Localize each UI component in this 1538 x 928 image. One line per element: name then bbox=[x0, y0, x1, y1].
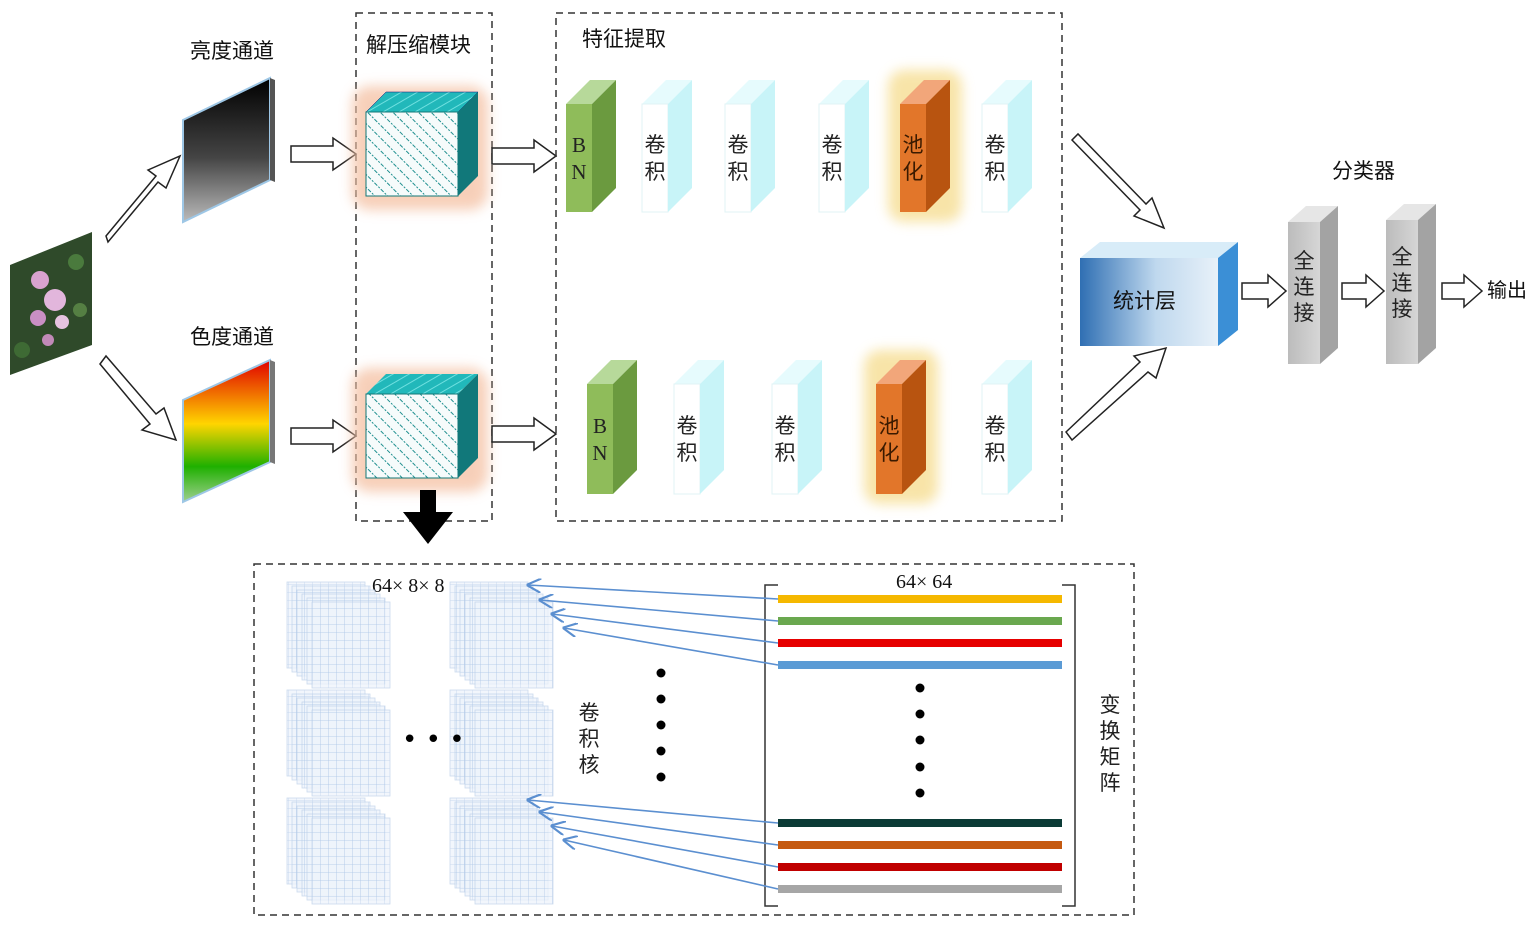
transform-matrix-rows bbox=[778, 595, 1062, 893]
kernel-stack-r2-c2 bbox=[449, 689, 554, 797]
top-conv-block-6-label: 卷积 bbox=[985, 133, 1006, 184]
connector-bottom-2 bbox=[540, 812, 779, 846]
kernel-stack-r1-c1 bbox=[286, 581, 391, 689]
feature-extraction-title: 特征提取 bbox=[582, 27, 666, 51]
bottom-pool-block-4: 池化 bbox=[864, 350, 938, 504]
bottom-conv-block-3-label: 卷积 bbox=[775, 414, 796, 465]
top-conv-block-3-label: 卷积 bbox=[728, 133, 749, 184]
connector-top-4 bbox=[564, 628, 779, 666]
matrix-row-top-3 bbox=[778, 639, 1062, 647]
top-pool-block-5: 池化 bbox=[888, 70, 962, 222]
decompress-cube-top bbox=[352, 86, 488, 210]
matrix-vertical-dots bbox=[915, 683, 925, 798]
luminance-channel-plane bbox=[182, 76, 275, 224]
kernel-label: 卷积核 bbox=[579, 701, 600, 777]
arrow-input-to-chrominance bbox=[99, 354, 178, 442]
bottom-conv-block-3: 卷积 bbox=[771, 360, 822, 495]
arrow-luminance-to-decompress bbox=[290, 136, 358, 172]
kernel-dims-label: 64× 8× 8 bbox=[372, 575, 445, 597]
top-conv-block-4: 卷积 bbox=[818, 80, 869, 213]
fc-layer-1 bbox=[1288, 206, 1338, 364]
connector-bottom-3 bbox=[552, 826, 779, 868]
arrow-top-row-to-stats bbox=[1070, 132, 1166, 230]
decompress-module-title: 解压缩模块 bbox=[366, 33, 471, 57]
chrominance-channel-plane bbox=[182, 358, 275, 504]
matrix-row-bottom-2 bbox=[778, 841, 1062, 849]
matrix-bracket bbox=[764, 584, 1076, 907]
chrominance-channel-label: 色度通道 bbox=[190, 325, 274, 349]
top-conv-block-2-label: 卷积 bbox=[645, 133, 666, 184]
connector-top-3 bbox=[552, 614, 779, 644]
bottom-conv-block-2-label: 卷积 bbox=[677, 414, 698, 465]
connector-bottom-1 bbox=[528, 800, 779, 824]
top-conv-block-2: 卷积 bbox=[641, 80, 692, 213]
stats-layer-label: 统计层 bbox=[1113, 289, 1176, 313]
classifier-title: 分类器 bbox=[1332, 159, 1395, 183]
kernel-row-ellipsis: • • • bbox=[402, 725, 465, 755]
matrix-dims-label: 64× 64 bbox=[896, 571, 952, 593]
bottom-pool-block-4-label: 池化 bbox=[879, 414, 900, 465]
bottom-conv-block-5-label: 卷积 bbox=[985, 414, 1006, 465]
connector-bottom-4 bbox=[564, 840, 779, 890]
matrix-row-top-1 bbox=[778, 595, 1062, 603]
row-to-kernel-arrows bbox=[528, 585, 779, 890]
matrix-row-bottom-3 bbox=[778, 863, 1062, 871]
matrix-row-top-2 bbox=[778, 617, 1062, 625]
arrow-stats-to-fc1 bbox=[1241, 273, 1288, 309]
bottom-conv-block-5: 卷积 bbox=[981, 360, 1032, 495]
arrow-fc1-to-fc2 bbox=[1341, 273, 1386, 309]
fc-layer-2 bbox=[1386, 204, 1436, 364]
matrix-label: 变换矩阵 bbox=[1100, 693, 1121, 795]
kernel-stack-r2-c1 bbox=[286, 689, 391, 797]
kernel-stack-grid bbox=[286, 581, 554, 905]
matrix-row-top-4 bbox=[778, 661, 1062, 669]
input-flower-image bbox=[10, 232, 92, 375]
matrix-row-bottom-4 bbox=[778, 885, 1062, 893]
arrow-bottom-row-to-stats bbox=[1064, 346, 1168, 442]
arrow-decompress-to-features-bottom bbox=[491, 416, 558, 452]
feature-extraction-box bbox=[555, 12, 1063, 522]
top-pool-block-5-label: 池化 bbox=[903, 133, 924, 184]
top-conv-block-3: 卷积 bbox=[724, 80, 775, 213]
arrow-input-to-luminance bbox=[105, 154, 182, 244]
luminance-channel-label: 亮度通道 bbox=[190, 39, 274, 63]
arrow-chrominance-to-decompress bbox=[290, 418, 358, 454]
kernel-stack-r3-c1 bbox=[286, 797, 391, 905]
detail-panel-box bbox=[253, 563, 1135, 916]
connector-top-2 bbox=[540, 600, 779, 622]
top-conv-block-6: 卷积 bbox=[981, 80, 1032, 213]
connector-top-1 bbox=[528, 585, 779, 600]
arrow-fc2-to-output bbox=[1441, 273, 1484, 309]
kernel-stack-r3-c2 bbox=[449, 797, 554, 905]
fc-layer-1-label: 全连接 bbox=[1294, 249, 1315, 325]
top-conv-block-4-label: 卷积 bbox=[822, 133, 843, 184]
arrow-decompress-to-features-top bbox=[491, 138, 558, 174]
kernel-stack-r1-c2 bbox=[449, 581, 554, 689]
matrix-row-bottom-1 bbox=[778, 819, 1062, 827]
output-label: 输出 bbox=[1487, 278, 1527, 302]
decompress-cube-bottom bbox=[352, 368, 488, 492]
kernel-vertical-dots bbox=[656, 668, 666, 782]
bottom-conv-block-2: 卷积 bbox=[673, 360, 724, 495]
stats-layer-block bbox=[1080, 242, 1238, 346]
fc-layer-2-label: 全连接 bbox=[1392, 245, 1413, 321]
down-arrow-to-detail bbox=[403, 490, 453, 544]
